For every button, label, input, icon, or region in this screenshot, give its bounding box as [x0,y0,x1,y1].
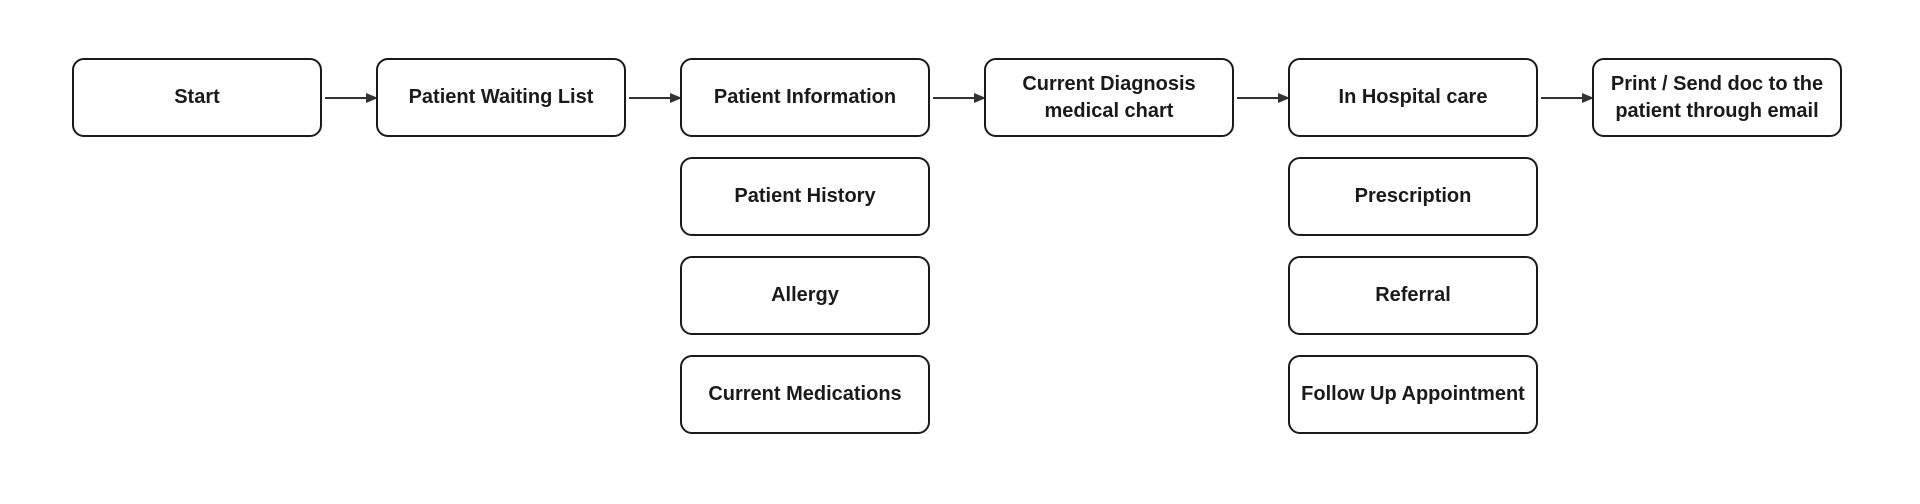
node-allergy: Allergy [680,256,930,335]
node-patient-information: Patient Information [680,58,930,137]
node-prescription: Prescription [1288,157,1538,236]
node-patient-history: Patient History [680,157,930,236]
node-in-hospital-care: In Hospital care [1288,58,1538,137]
node-start: Start [72,58,322,137]
node-follow-up-appointment: Follow Up Appointment [1288,355,1538,434]
node-current-medications: Current Medications [680,355,930,434]
node-patient-waiting-list: Patient Waiting List [376,58,626,137]
node-print-send-doc: Print / Send doc to the patient through … [1592,58,1842,137]
node-referral: Referral [1288,256,1538,335]
node-current-diagnosis: Current Diagnosis medical chart [984,58,1234,137]
